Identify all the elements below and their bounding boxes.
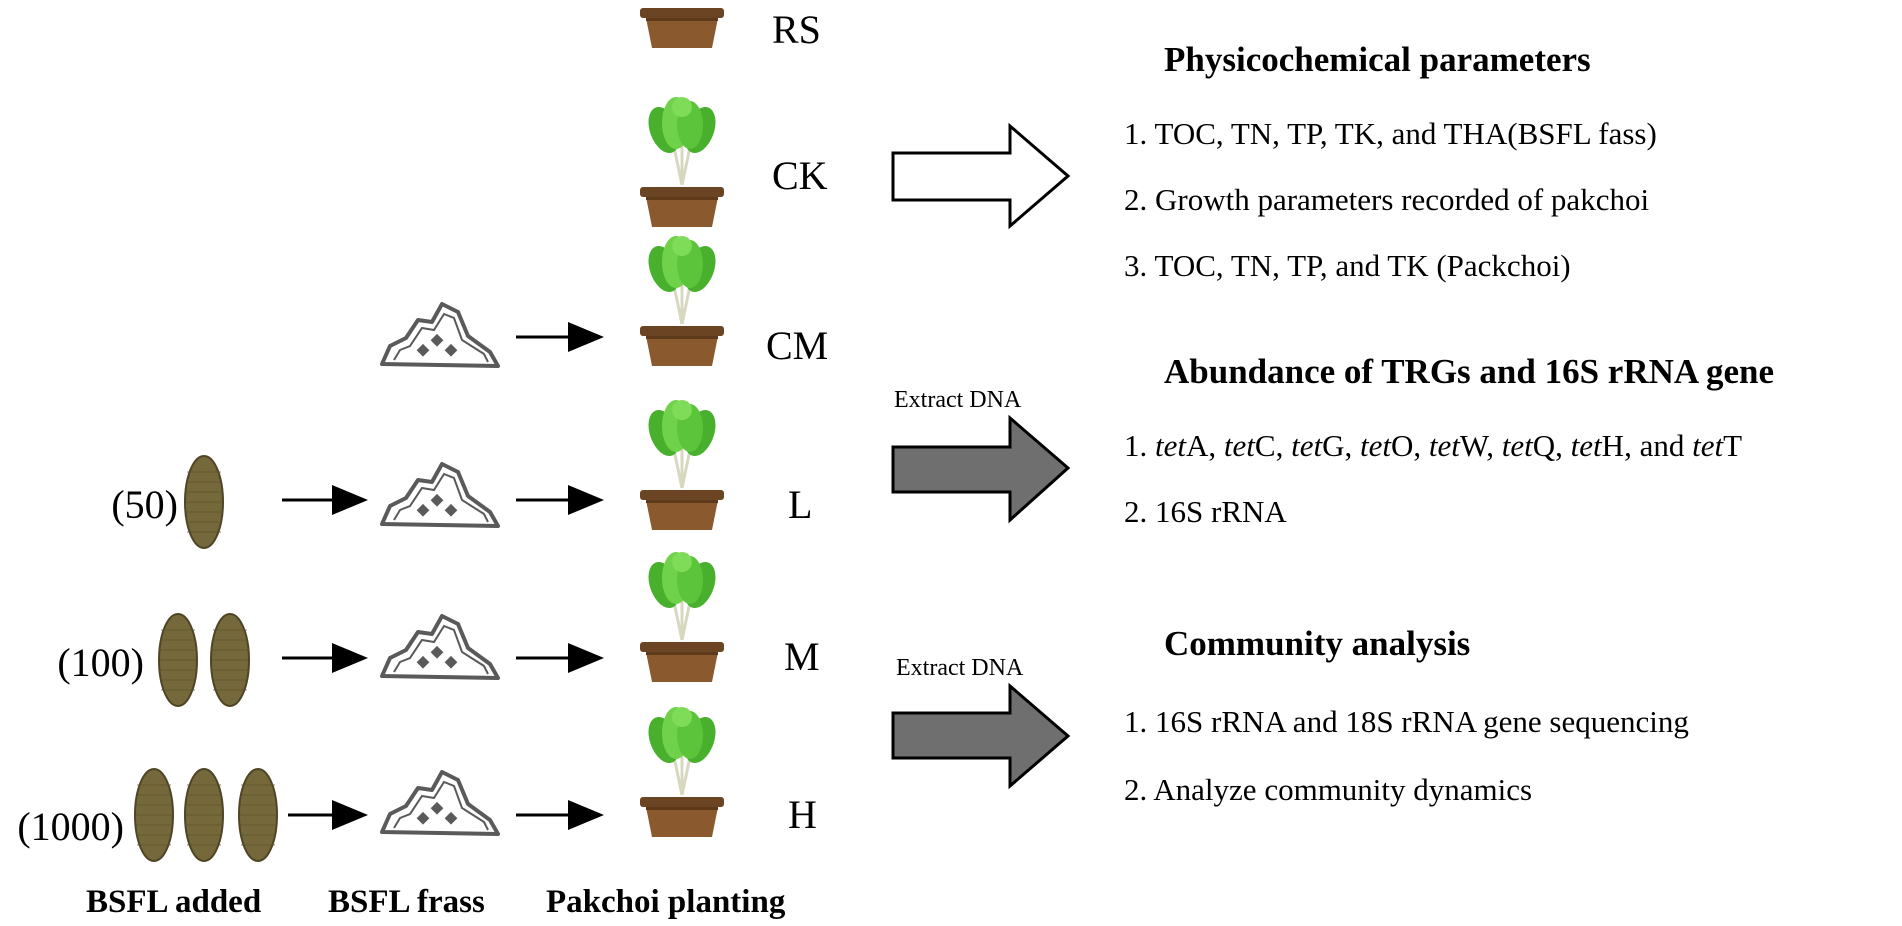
larva-h-3 (238, 768, 278, 862)
larva-count-h: (1000) (17, 804, 124, 849)
group-label-m: M (784, 634, 820, 679)
section-title-community: Community analysis (1164, 624, 1471, 663)
frass-h (380, 770, 500, 836)
caption-bsfl-frass: BSFL frass (328, 884, 485, 920)
group-label-cm: CM (766, 323, 829, 368)
group-label-l: L (788, 482, 813, 527)
section-title-trgs: Abundance of TRGs and 16S rRNA gene (1164, 352, 1775, 391)
flow-arrows (282, 322, 604, 830)
frass-m (380, 614, 500, 680)
frass-l (380, 462, 500, 528)
larva-count-l: (50) (111, 482, 178, 527)
plant-pot-l (640, 398, 724, 530)
caption-pakchoi-planting: Pakchoi planting (546, 884, 786, 920)
section-title-physicochemical: Physicochemical parameters (1164, 40, 1591, 79)
block-arrow-physicochemical (891, 122, 1071, 230)
plant-pot-ck (640, 95, 724, 227)
larva-count-m: (100) (57, 640, 144, 685)
frass-cm (380, 302, 500, 368)
larva-h-1 (134, 768, 174, 862)
group-label-h: H (788, 792, 817, 837)
block-arrow-community (891, 682, 1071, 790)
plant-pot-m (640, 550, 724, 682)
community-item-2: 2. Analyze community dynamics (1124, 772, 1533, 807)
trgs-item-tet-genes: 1. tetA, tetC, tetG, tetO, tetW, tetQ, t… (1124, 428, 1743, 463)
plant-pot-h (640, 705, 724, 837)
larva-l (184, 455, 224, 549)
larva-h-2 (184, 768, 224, 862)
physicochemical-item-2: 2. Growth parameters recorded of pakchoi (1124, 182, 1650, 217)
community-item-1: 1. 16S rRNA and 18S rRNA gene sequencing (1124, 704, 1689, 739)
plant-pot-cm (640, 234, 724, 366)
trgs-item-16s: 2. 16S rRNA (1124, 494, 1287, 529)
larva-m-1 (158, 613, 198, 707)
pot-rs (640, 8, 724, 48)
extract-dna-label-1: Extract DNA (894, 387, 1022, 413)
extract-dna-label-2: Extract DNA (896, 655, 1024, 681)
block-arrow-trgs (891, 414, 1071, 524)
caption-bsfl-added: BSFL added (86, 884, 262, 920)
larva-m-2 (210, 613, 250, 707)
group-label-ck: CK (772, 153, 828, 198)
group-label-rs: RS (772, 7, 821, 52)
physicochemical-item-1: 1. TOC, TN, TP, TK, and THA(BSFL fass) (1124, 116, 1657, 151)
physicochemical-item-3: 3. TOC, TN, TP, and TK (Packchoi) (1124, 248, 1571, 283)
